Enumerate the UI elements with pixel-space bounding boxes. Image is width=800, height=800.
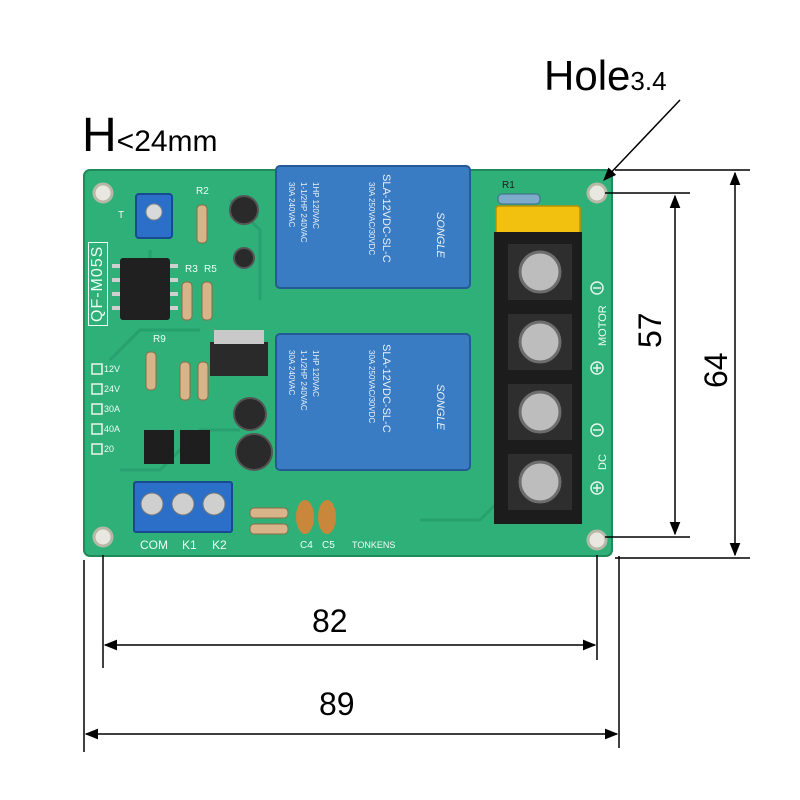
- dimension-lines: [83, 99, 750, 752]
- motor-label: MOTOR: [597, 305, 609, 346]
- option-pads: [91, 363, 103, 455]
- relay-bottom-rating-4: 30A 240VAC: [287, 350, 296, 396]
- relay-top-rating-3: 1-1/2HP 240VAC: [299, 182, 308, 243]
- dim-label-64: 64: [698, 352, 734, 388]
- capacitor-label-c4: C4: [300, 540, 313, 551]
- trimmer-label: T: [118, 210, 125, 221]
- relay-top-model: SLA-12VDC-SL-C: [380, 174, 392, 263]
- mounting-hole-top-right: [586, 182, 608, 204]
- mounting-hole-bottom-right: [586, 529, 608, 551]
- dc-label: DC: [597, 454, 609, 470]
- mounting-hole-bottom-left: [92, 526, 114, 548]
- option-label-24v: 24V: [104, 384, 121, 394]
- hole-leader-arrow: [603, 99, 681, 181]
- resistor-label-r5: R5: [204, 264, 217, 275]
- relay-top-rating-1: 30A 250VAC/30VDC: [367, 182, 376, 256]
- trimmer-potentiometer: [135, 193, 173, 239]
- relay-bottom-brand: SONGLE: [434, 384, 446, 430]
- dim-label-89: 89: [319, 686, 355, 722]
- relay-top-rating-2: 1HP 120VAC: [311, 182, 320, 229]
- dim-label-57: 57: [632, 312, 668, 348]
- height-label: H<24mm: [82, 112, 218, 160]
- option-label-40a: 40A: [104, 424, 121, 434]
- option-label-30a: 30A: [104, 404, 121, 414]
- resistor-label-r1: R1: [502, 180, 515, 191]
- resistor-label-r9: R9: [153, 334, 166, 345]
- input-terminal-block: [133, 481, 233, 533]
- capacitor-label-c5: C5: [322, 540, 335, 551]
- hole-label: Hole3.4: [544, 52, 667, 100]
- relay-top-rating-4: 30A 240VAC: [287, 182, 296, 228]
- relay-top-brand: SONGLE: [434, 212, 446, 258]
- height-label-prefix: H: [82, 109, 117, 162]
- output-terminal-block: [494, 232, 582, 524]
- electrolytic-capacitors: [229, 195, 273, 471]
- relay-bottom-rating-2: 1HP 120VAC: [311, 350, 320, 397]
- relay-top: [275, 165, 471, 289]
- height-label-value: <24mm: [116, 125, 218, 158]
- resistor-label-r3: R3: [185, 264, 198, 275]
- voltage-regulator: [210, 330, 268, 376]
- relay-bottom-model: SLA-12VDC-SL-C: [380, 344, 392, 433]
- ic-chip: [112, 258, 178, 320]
- maker-label: TONKENS: [352, 540, 396, 550]
- hole-label-prefix: Hole: [544, 52, 631, 99]
- relay-bottom: [275, 333, 471, 471]
- option-label-20: 20: [104, 444, 115, 454]
- terminal-label-com: COM: [140, 538, 168, 552]
- terminal-label-k1: K1: [182, 538, 197, 552]
- terminal-label-k2: K2: [212, 538, 227, 552]
- ceramic-capacitors: [296, 500, 336, 534]
- optocouplers: [144, 430, 210, 464]
- relay-bottom-rating-1: 30A 250VAC/30VDC: [367, 350, 376, 424]
- resistors: [145, 193, 541, 535]
- terminal-screws: [508, 244, 572, 510]
- hole-label-value: 3.4: [630, 66, 667, 96]
- option-label-12v: 12V: [104, 364, 121, 374]
- polarity-markers: [590, 281, 604, 495]
- mounting-hole-top-left: [92, 182, 114, 204]
- mounting-holes: [92, 182, 608, 551]
- dim-label-82: 82: [312, 603, 348, 639]
- relay-bottom-rating-3: 1-1/2HP 240VAC: [299, 350, 308, 411]
- board-model-label: QF-M05S: [88, 241, 108, 326]
- resistor-label-r2: R2: [196, 186, 209, 197]
